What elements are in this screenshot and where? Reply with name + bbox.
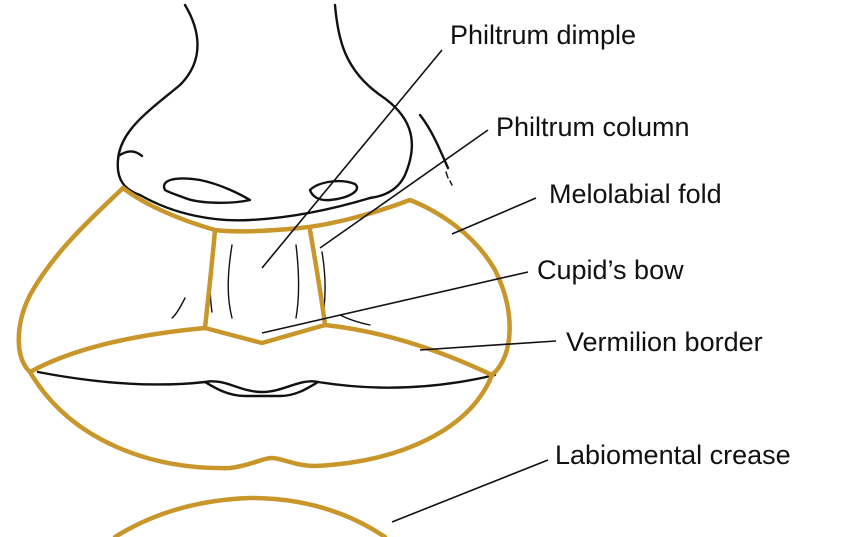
philtrum-column-right	[310, 230, 325, 325]
leader-labiomental-crease	[392, 460, 548, 522]
upper-lip-skin-outline	[19, 188, 510, 375]
label-philtrum-dimple: Philtrum dimple	[450, 20, 636, 50]
lip-closure-line	[38, 372, 495, 392]
leader-philtrum-dimple	[262, 50, 442, 268]
label-labiomental-crease: Labiomental crease	[555, 440, 791, 470]
right-alar-crease	[420, 115, 448, 168]
label-philtrum-column: Philtrum column	[496, 112, 690, 142]
philtrum-right-base	[340, 315, 370, 325]
philtrum-left-ridge	[228, 245, 232, 318]
nose-drawing	[118, 5, 452, 220]
label-melolabial-fold: Melolabial fold	[549, 179, 722, 209]
mouth-drawing	[38, 372, 495, 396]
philtrum-column-left	[205, 230, 215, 328]
left-nostril	[164, 178, 250, 202]
lip-closure-center	[205, 382, 318, 396]
philtrum-right-ridge	[296, 245, 299, 318]
labels: Philtrum dimple Philtrum column Melolabi…	[450, 20, 791, 470]
right-alar-dots	[446, 172, 452, 185]
label-cupids-bow: Cupid’s bow	[537, 255, 684, 285]
leader-melolabial-fold	[452, 198, 536, 234]
philtrum-left-base	[172, 298, 185, 318]
nose-left-side	[118, 5, 198, 195]
leader-cupids-bow	[262, 272, 528, 333]
leader-vermilion-border	[420, 341, 556, 350]
label-vermilion-border: Vermilion border	[566, 327, 763, 357]
chin-outline	[115, 498, 385, 537]
right-nostril	[310, 181, 357, 200]
left-alar-mark	[120, 151, 142, 156]
region-outlines	[19, 188, 510, 537]
